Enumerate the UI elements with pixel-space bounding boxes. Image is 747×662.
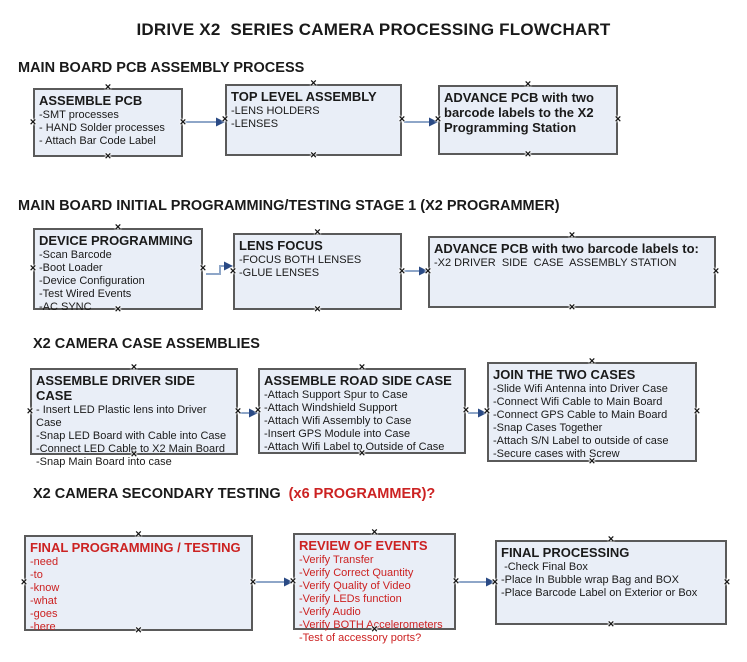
box-item: -Attach Windshield Support — [264, 402, 398, 414]
box-item: -Verify Correct Quantity — [299, 567, 414, 579]
box-title: ASSEMBLE ROAD SIDE CASE — [264, 373, 452, 388]
box-items: -Slide Wifi Antenna into Driver Case-Con… — [493, 383, 691, 461]
box-title: ASSEMBLE DRIVER SIDE CASE — [36, 373, 199, 403]
box-items: -Scan Barcode-Boot Loader-Device Configu… — [39, 249, 197, 314]
box-item: -need — [30, 556, 59, 568]
flow-box-review-of-events: REVIEW OF EVENTS -Verify Transfer-Verify… — [293, 533, 456, 644]
box-item: -Place In Bubble wrap Bag and BOX — [501, 574, 679, 586]
box-title: LENS FOCUS — [239, 238, 323, 253]
flow-box-device-programming: DEVICE PROGRAMMING -Scan Barcode-Boot Lo… — [33, 228, 203, 313]
box-item: -Secure cases with Screw — [493, 448, 620, 460]
box-items: -Check Final Box-Place In Bubble wrap Ba… — [501, 561, 721, 600]
box-item: -Snap LED Board with Cable into Case — [36, 430, 227, 442]
section-header-pcb-assembly: MAIN BOARD PCB ASSEMBLY PROCESS — [18, 60, 305, 76]
box-item: -Boot Loader — [39, 262, 103, 274]
box-item: -Attach S/N Label to outside of case — [493, 435, 669, 447]
box-title: ASSEMBLE PCB — [39, 93, 143, 108]
box-item: -X2 DRIVER SIDE CASE ASSEMBLY STATION — [434, 257, 677, 269]
box-item: -Snap Main Board into case — [36, 456, 172, 468]
box-item: -Connect LED Cable to X2 Main Board — [36, 443, 225, 455]
box-title: FINAL PROGRAMMING / TESTING — [30, 540, 241, 555]
flow-box-assemble-pcb: ASSEMBLE PCB -SMT processes- HAND Solder… — [33, 88, 183, 157]
box-title: DEVICE PROGRAMMING — [39, 233, 193, 248]
box-item: -Place Barcode Label on Exterior or Box — [501, 587, 698, 599]
section-header-text: X2 CAMERA SECONDARY TESTING — [33, 486, 289, 502]
box-item: -Verify Transfer — [299, 554, 374, 566]
box-item: -FOCUS BOTH LENSES — [239, 254, 362, 266]
box-item: -Slide Wifi Antenna into Driver Case — [493, 383, 668, 395]
box-item: -what — [30, 595, 57, 607]
section-header-suffix: (x6 PROGRAMMER)? — [288, 486, 436, 502]
flow-box-advance-pcb-programming-station: ADVANCE PCB with two barcode labels to t… — [438, 85, 618, 155]
flow-box-lens-focus: LENS FOCUS -FOCUS BOTH LENSES-GLUE LENSE… — [233, 233, 402, 310]
box-item: -Verify Audio — [299, 606, 361, 618]
box-title: JOIN THE TWO CASES — [493, 367, 636, 382]
box-items: -X2 DRIVER SIDE CASE ASSEMBLY STATION — [434, 257, 710, 270]
connector-arrow — [184, 117, 225, 127]
box-items: -need-to-know-what-goes-here — [30, 556, 247, 634]
flow-box-final-programming-testing: FINAL PROGRAMMING / TESTING -need-to-kno… — [24, 535, 253, 634]
connector-arrow — [255, 577, 293, 587]
box-item: -Check Final Box — [501, 561, 588, 573]
box-item: -Verify LEDs function — [299, 593, 402, 605]
connector-arrow — [404, 117, 438, 127]
box-item: -to — [30, 569, 43, 581]
connector-arrow — [206, 261, 233, 275]
flow-box-advance-pcb-driver-side-station: ADVANCE PCB with two barcode labels to: … — [428, 236, 716, 308]
box-item: -Attach Wifi Label to Outside of Case — [264, 441, 445, 453]
box-item: -Scan Barcode — [39, 249, 112, 261]
box-item: -AC SYNC — [39, 301, 92, 313]
connector-arrow — [404, 266, 428, 276]
box-items: -LENS HOLDERS-LENSES — [231, 105, 396, 131]
box-title: REVIEW OF EVENTS — [299, 538, 428, 553]
box-items: -Verify Transfer-Verify Correct Quantity… — [299, 554, 450, 645]
box-title: TOP LEVEL ASSEMBLY — [231, 89, 377, 104]
flow-box-top-level-assembly: TOP LEVEL ASSEMBLY -LENS HOLDERS-LENSES — [225, 84, 402, 156]
box-item: -know — [30, 582, 60, 594]
box-item: - Attach Bar Code Label — [39, 135, 156, 147]
section-header-case-assemblies: X2 CAMERA CASE ASSEMBLIES — [33, 336, 260, 352]
connector-arrow — [458, 577, 495, 587]
box-item: -LENSES — [231, 118, 279, 130]
box-item: -Device Configuration — [39, 275, 145, 287]
box-items: - Insert LED Plastic lens into Driver Ca… — [36, 404, 232, 469]
box-item: -GLUE LENSES — [239, 267, 320, 279]
box-item: -Insert GPS Module into Case — [264, 428, 411, 440]
section-header-initial-programming: MAIN BOARD INITIAL PROGRAMMING/TESTING S… — [18, 198, 560, 214]
box-item: -goes — [30, 608, 58, 620]
box-item: -LENS HOLDERS — [231, 105, 320, 117]
box-item: -here — [30, 621, 56, 633]
box-item: -Test of accessory ports? — [299, 632, 422, 644]
box-item: -Snap Cases Together — [493, 422, 603, 434]
box-item: - Insert LED Plastic lens into Driver Ca… — [36, 404, 210, 429]
box-title: ADVANCE PCB with two barcode labels to t… — [444, 90, 598, 135]
box-title: FINAL PROCESSING — [501, 545, 630, 560]
box-item: - HAND Solder processes — [39, 122, 165, 134]
flow-box-assemble-driver-side-case: ASSEMBLE DRIVER SIDE CASE - Insert LED P… — [30, 368, 238, 468]
box-title: ADVANCE PCB with two barcode labels to: — [434, 241, 699, 256]
flow-box-assemble-road-side-case: ASSEMBLE ROAD SIDE CASE -Attach Support … — [258, 368, 466, 454]
box-item: -Connect Wifi Cable to Main Board — [493, 396, 663, 408]
box-item: -Verify Quality of Video — [299, 580, 411, 592]
box-items: -FOCUS BOTH LENSES-GLUE LENSES — [239, 254, 396, 280]
box-item: -Attach Wifi Assembly to Case — [264, 415, 412, 427]
flow-box-final-processing: FINAL PROCESSING -Check Final Box-Place … — [495, 540, 727, 625]
connector-arrow — [240, 408, 258, 418]
section-header-secondary-testing: X2 CAMERA SECONDARY TESTING (x6 PROGRAMM… — [33, 486, 435, 502]
box-item: -SMT processes — [39, 109, 119, 121]
box-item: -Test Wired Events — [39, 288, 132, 300]
flow-box-join-the-two-cases: JOIN THE TWO CASES -Slide Wifi Antenna i… — [487, 362, 697, 462]
box-item: -Connect GPS Cable to Main Board — [493, 409, 668, 421]
connector-arrow — [468, 408, 487, 418]
page-title: IDRIVE X2 SERIES CAMERA PROCESSING FLOWC… — [136, 20, 611, 39]
box-items: -SMT processes- HAND Solder processes- A… — [39, 109, 177, 148]
box-item: -Verify BOTH Accelerometers — [299, 619, 443, 631]
box-item: -Attach Support Spur to Case — [264, 389, 408, 401]
box-items: -Attach Support Spur to Case-Attach Wind… — [264, 389, 460, 454]
